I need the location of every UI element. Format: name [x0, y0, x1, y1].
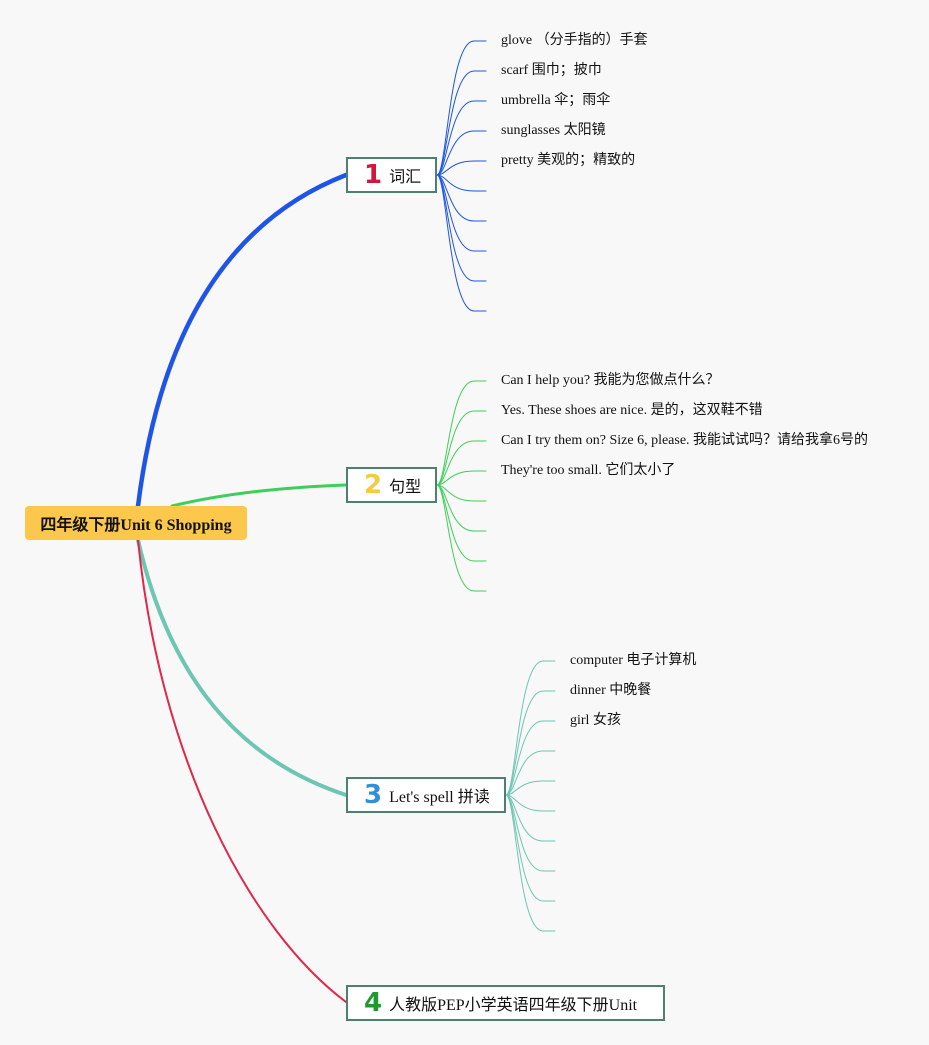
- sub-branch-2-1: [436, 380, 487, 486]
- sub-branch-2-6: [436, 484, 487, 532]
- sub-branch-1-6: [436, 174, 487, 192]
- sub-branch-2-7: [436, 484, 487, 562]
- leaf-girl[interactable]: girl 女孩: [570, 713, 621, 728]
- number-two-icon: 2: [364, 470, 383, 500]
- root-topic-label: 四年级下册Unit 6 Shopping: [40, 517, 232, 534]
- sub-branch-2-2: [436, 410, 487, 486]
- sub-branch-2-8: [436, 484, 487, 592]
- sub-branch-3-2: [505, 690, 556, 796]
- leaf-scarf[interactable]: scarf 围巾；披巾: [501, 63, 602, 78]
- leaf-pretty[interactable]: pretty 美观的；精致的: [501, 153, 636, 168]
- sub-branch-3-6: [505, 794, 556, 812]
- sub-branch-3-5: [505, 780, 556, 796]
- topic-vocabulary[interactable]: 1 词汇: [346, 157, 437, 193]
- sub-branch-1-10: [436, 174, 487, 312]
- topic-lets-spell-label: Let's spell 拼读: [389, 789, 490, 806]
- topic-lets-spell[interactable]: 3 Let's spell 拼读: [346, 777, 506, 813]
- sub-branch-3-3: [505, 720, 556, 796]
- leaf-too-small[interactable]: They're too small. 它们太小了: [501, 463, 676, 478]
- leaf-sunglasses[interactable]: sunglasses 太阳镜: [501, 123, 606, 138]
- number-one-icon: 1: [364, 160, 383, 190]
- leaf-glove[interactable]: glove （分手指的）手套: [501, 33, 648, 48]
- topic-textbook-label: 人教版PEP小学英语四年级下册Unit: [389, 997, 638, 1014]
- branch-line-4: [137, 539, 347, 1003]
- sub-branch-1-7: [436, 174, 487, 222]
- number-four-icon: 4: [364, 988, 383, 1018]
- topic-sentences-label: 句型: [389, 479, 422, 496]
- leaf-computer[interactable]: computer 电子计算机: [570, 653, 697, 668]
- leaf-these-shoes[interactable]: Yes. These shoes are nice. 是的，这双鞋不错: [501, 403, 763, 418]
- sub-branch-3-10: [505, 794, 556, 932]
- sub-branch-3-7: [505, 794, 556, 842]
- branch-line-2: [170, 483, 348, 508]
- sub-branch-2-4: [436, 470, 487, 486]
- sub-branch-3-4: [505, 750, 556, 796]
- sub-branch-2-5: [436, 484, 487, 502]
- leaf-dinner[interactable]: dinner 中晚餐: [570, 683, 652, 698]
- sub-branch-1-1: [436, 40, 487, 176]
- branch-line-1: [135, 172, 349, 509]
- root-topic[interactable]: 四年级下册Unit 6 Shopping: [25, 506, 247, 540]
- leaf-umbrella[interactable]: umbrella 伞；雨伞: [501, 93, 611, 108]
- topic-sentences[interactable]: 2 句型: [346, 467, 437, 503]
- sub-branch-3-1: [505, 660, 556, 796]
- sub-branch-3-8: [505, 794, 556, 872]
- sub-branch-1-4: [436, 130, 487, 176]
- sub-branch-1-5: [436, 160, 487, 176]
- topic-vocabulary-label: 词汇: [389, 169, 422, 186]
- leaf-can-i-help-you[interactable]: Can I help you? 我能为您做点什么？: [501, 373, 720, 388]
- number-three-icon: 3: [364, 780, 383, 810]
- leaf-try-them-on[interactable]: Can I try them on? Size 6, please. 我能试试吗…: [501, 433, 869, 448]
- sub-branch-2-3: [436, 440, 487, 486]
- topic-textbook[interactable]: 4 人教版PEP小学英语四年级下册Unit: [346, 985, 665, 1021]
- sub-branch-1-8: [436, 174, 487, 252]
- sub-branch-1-2: [436, 70, 487, 176]
- sub-branch-1-3: [436, 100, 487, 176]
- branch-line-3: [136, 538, 348, 797]
